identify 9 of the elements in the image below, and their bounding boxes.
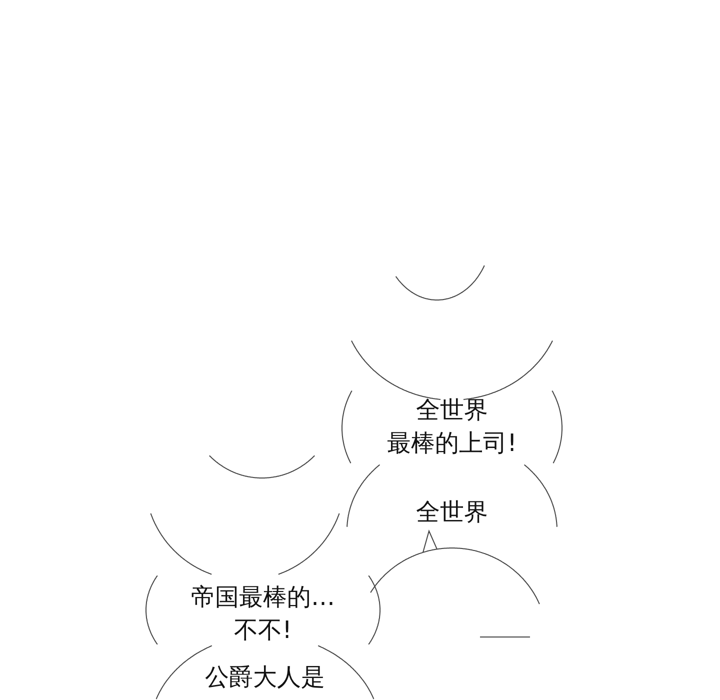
bubble-text: 全世界 <box>416 396 488 424</box>
bubble-text: 公爵大人是 <box>205 664 325 690</box>
speech-bubble <box>370 528 540 640</box>
speech-bubble <box>340 390 565 464</box>
bubble-text: 不不! <box>234 616 292 644</box>
bubble-text: 最棒的上司! <box>387 430 517 456</box>
bubble-text: 帝国最棒的… <box>191 584 335 610</box>
bubble-text: 全世界 <box>416 498 488 526</box>
speech-bubble <box>345 464 560 528</box>
